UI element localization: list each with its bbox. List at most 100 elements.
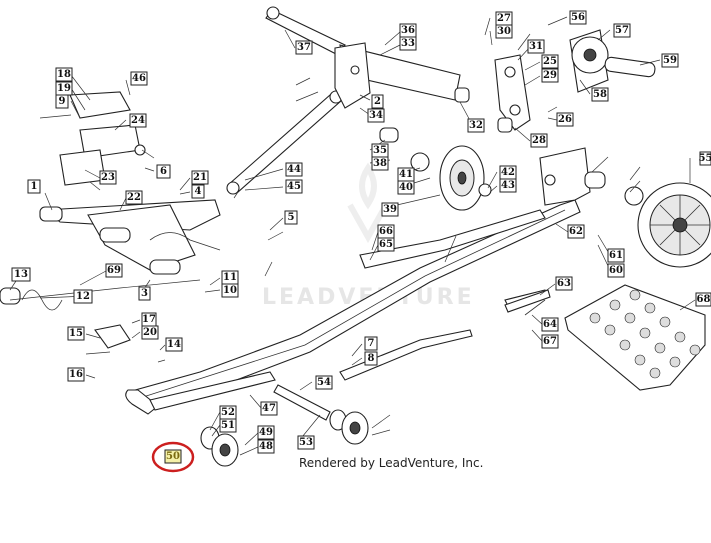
left-small-parts (0, 91, 201, 349)
svg-text:41: 41 (399, 169, 413, 180)
callout-43[interactable]: 43 (499, 178, 517, 193)
svg-text:53: 53 (299, 437, 313, 448)
callout-24[interactable]: 24 (129, 113, 147, 128)
svg-text:35: 35 (373, 145, 387, 156)
svg-text:29: 29 (543, 70, 557, 81)
callout-15[interactable]: 15 (67, 326, 85, 341)
callout-21[interactable]: 21 (191, 170, 209, 185)
callout-4[interactable]: 4 (191, 184, 205, 199)
callout-27[interactable]: 27 (495, 11, 513, 26)
svg-text:12: 12 (76, 291, 90, 302)
callout-1[interactable]: 1 (27, 179, 41, 194)
callout-54[interactable]: 54 (315, 375, 333, 390)
svg-text:25: 25 (543, 56, 557, 67)
callout-13[interactable]: 13 (11, 267, 31, 282)
callout-60[interactable]: 60 (607, 263, 625, 278)
callout-62[interactable]: 62 (567, 224, 585, 239)
callout-58[interactable]: 58 (591, 87, 609, 102)
callout-39[interactable]: 39 (381, 202, 399, 217)
callout-51[interactable]: 51 (219, 418, 237, 433)
svg-text:9: 9 (59, 96, 66, 107)
callout-66[interactable]: 66 (377, 224, 395, 239)
callout-42[interactable]: 42 (499, 165, 517, 180)
callout-10[interactable]: 10 (221, 283, 239, 298)
callout-64[interactable]: 64 (541, 317, 559, 332)
callout-37[interactable]: 37 (295, 40, 313, 55)
callout-16[interactable]: 16 (67, 367, 85, 382)
shock-bracket (454, 54, 531, 133)
callout-63[interactable]: 63 (555, 276, 573, 291)
svg-text:7: 7 (368, 338, 375, 349)
callout-36[interactable]: 36 (399, 23, 417, 38)
callout-22[interactable]: 22 (125, 190, 143, 205)
callout-8[interactable]: 8 (364, 351, 378, 366)
svg-text:6: 6 (160, 166, 167, 177)
callout-47[interactable]: 47 (260, 401, 278, 416)
callout-32[interactable]: 32 (467, 118, 485, 133)
callout-65[interactable]: 65 (377, 237, 395, 252)
svg-text:19: 19 (57, 83, 71, 94)
callout-53[interactable]: 53 (297, 435, 315, 450)
callout-69[interactable]: 69 (105, 263, 123, 278)
callout-20[interactable]: 20 (141, 325, 159, 340)
callout-59[interactable]: 59 (661, 53, 679, 68)
callout-23[interactable]: 23 (99, 170, 117, 185)
callout-9[interactable]: 9 (55, 94, 69, 109)
svg-text:42: 42 (501, 167, 515, 178)
svg-text:5: 5 (288, 212, 295, 223)
callout-55[interactable]: 55 (699, 151, 711, 166)
callout-38[interactable]: 38 (371, 156, 389, 171)
callout-45[interactable]: 45 (285, 179, 303, 194)
svg-text:65: 65 (379, 239, 393, 250)
svg-text:16: 16 (69, 369, 83, 380)
callout-19[interactable]: 19 (55, 81, 73, 96)
callout-49[interactable]: 49 (257, 425, 275, 440)
callout-29[interactable]: 29 (541, 68, 559, 83)
callout-30[interactable]: 30 (495, 24, 513, 39)
svg-text:56: 56 (571, 12, 585, 23)
svg-text:33: 33 (401, 38, 415, 49)
callout-61[interactable]: 61 (607, 248, 625, 263)
callout-5[interactable]: 5 (284, 210, 298, 225)
callout-41[interactable]: 41 (397, 167, 415, 182)
callout-11[interactable]: 11 (221, 270, 239, 285)
callout-14[interactable]: 14 (165, 337, 183, 352)
svg-text:52: 52 (221, 407, 235, 418)
callout-28[interactable]: 28 (530, 133, 548, 148)
callout-52[interactable]: 52 (219, 405, 237, 420)
callout-25[interactable]: 25 (541, 54, 559, 69)
callout-56[interactable]: 56 (569, 10, 587, 25)
callout-12[interactable]: 12 (73, 289, 93, 304)
svg-text:40: 40 (399, 182, 413, 193)
callout-26[interactable]: 26 (556, 112, 574, 127)
svg-text:47: 47 (262, 403, 276, 414)
svg-text:45: 45 (287, 181, 301, 192)
callout-57[interactable]: 57 (613, 23, 631, 38)
callout-7[interactable]: 7 (364, 336, 378, 351)
callout-3[interactable]: 3 (138, 286, 151, 301)
svg-text:13: 13 (14, 269, 28, 280)
callout-6[interactable]: 6 (156, 164, 171, 179)
svg-text:22: 22 (127, 192, 141, 203)
callout-48[interactable]: 48 (257, 439, 275, 454)
callout-40[interactable]: 40 (397, 180, 415, 195)
idler-wheel-center (379, 127, 492, 211)
callout-50-highlighted[interactable]: 50 (164, 449, 182, 464)
front-arm (39, 199, 221, 275)
callout-18[interactable]: 18 (55, 67, 73, 82)
svg-text:57: 57 (615, 25, 629, 36)
svg-text:27: 27 (497, 13, 511, 24)
callout-33[interactable]: 33 (399, 36, 417, 51)
callout-46[interactable]: 46 (130, 71, 148, 86)
callout-34[interactable]: 34 (367, 108, 385, 123)
callout-2[interactable]: 2 (371, 94, 384, 109)
callout-44[interactable]: 44 (285, 162, 303, 177)
callout-67[interactable]: 67 (541, 334, 559, 349)
svg-text:48: 48 (259, 441, 273, 452)
callout-31[interactable]: 31 (527, 39, 545, 54)
callout-17[interactable]: 17 (141, 312, 157, 327)
callout-68[interactable]: 68 (695, 292, 711, 307)
callout-35[interactable]: 35 (371, 143, 389, 158)
callouts: 1 2 3 4 5 6 7 8 9 10 11 12 13 14 15 16 1… (11, 10, 711, 464)
